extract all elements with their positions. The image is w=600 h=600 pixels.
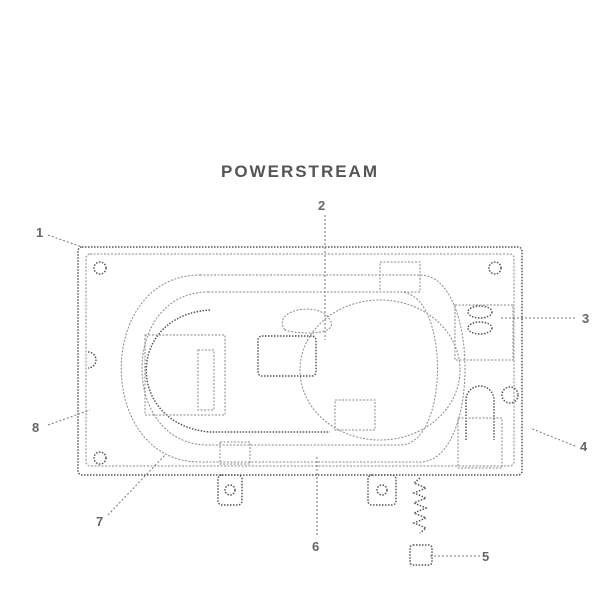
callout-1: 1 [36,225,43,240]
callout-5: 5 [482,549,489,564]
housing [77,246,523,476]
callout-8: 8 [32,420,39,435]
callout-3: 3 [582,311,589,326]
spring-element [409,477,433,566]
callout-6: 6 [312,539,319,554]
leader-lines [47,215,576,557]
callout-labels: 1 2 3 4 5 6 7 8 [32,198,589,564]
diagram-title: POWERSTREAM [221,162,379,181]
callout-7: 7 [96,514,103,529]
mounting-tabs [217,474,397,506]
callout-4: 4 [580,439,588,454]
callout-2: 2 [318,198,325,213]
